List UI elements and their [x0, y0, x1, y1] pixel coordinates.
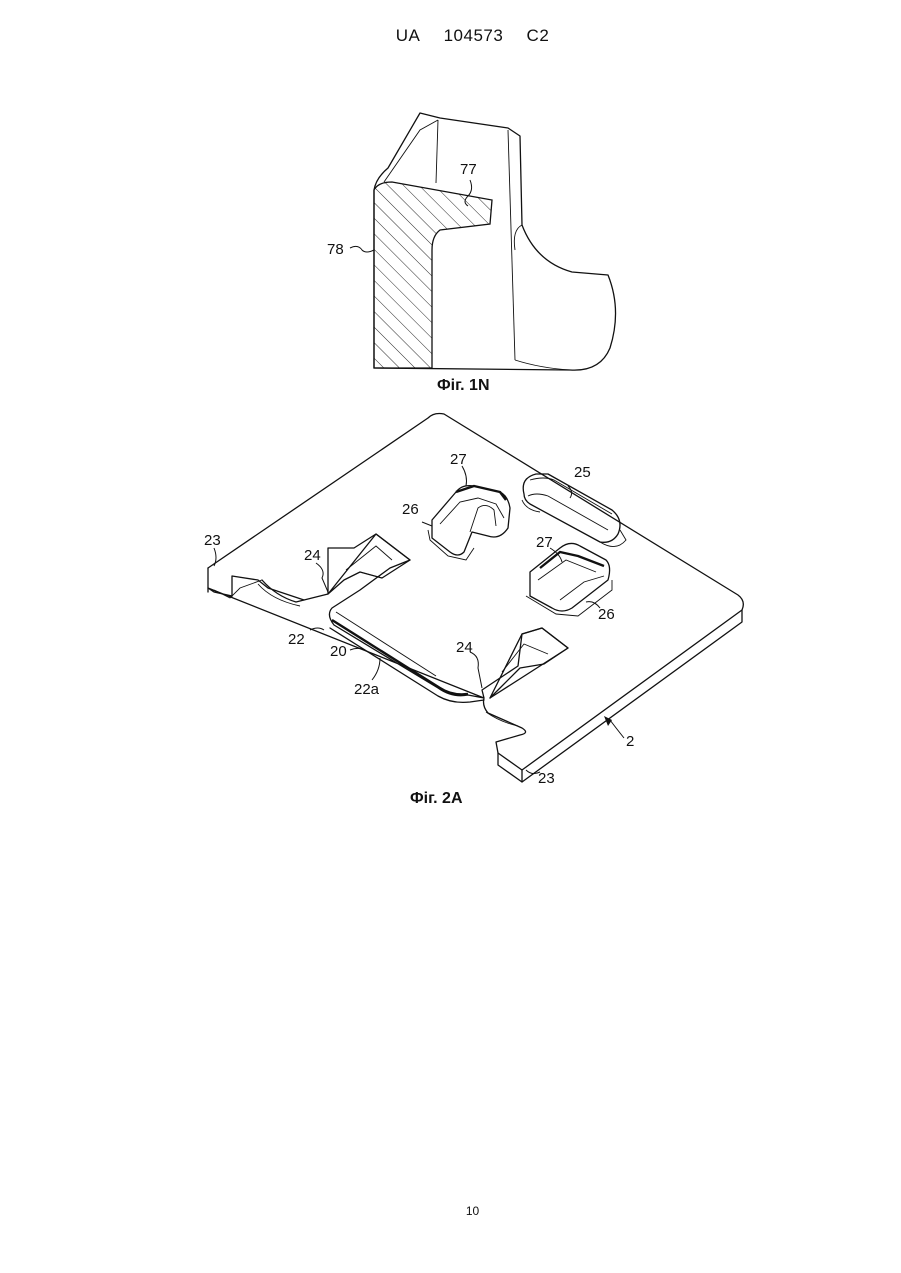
- label-22: 22: [288, 631, 305, 648]
- label-78: 78: [327, 241, 344, 258]
- label-2: 2: [626, 733, 634, 750]
- label-24-right: 24: [456, 639, 473, 656]
- figure-1n-caption: Фіг. 1N: [437, 377, 490, 394]
- label-22a: 22a: [354, 681, 380, 698]
- label-26-upper: 26: [402, 501, 419, 518]
- page-number: 10: [0, 1204, 901, 1218]
- label-24-left: 24: [304, 547, 321, 564]
- label-23-right: 23: [538, 770, 555, 787]
- label-77: 77: [460, 161, 477, 178]
- figure-2a-plate: [208, 414, 743, 771]
- figure-1n: 77 78 Фіг. 1N: [327, 113, 616, 394]
- label-26-lower: 26: [598, 606, 615, 623]
- label-25: 25: [574, 464, 591, 481]
- figure-2a: 23 24 22 20 22a 24 26 27 25 27 26 2 23 Ф…: [204, 414, 743, 808]
- figure-1n-section: [374, 182, 492, 368]
- label-20: 20: [330, 643, 347, 660]
- label-27-lower: 27: [536, 534, 553, 551]
- label-23-left: 23: [204, 532, 221, 549]
- label-27-upper: 27: [450, 451, 467, 468]
- leader-78: [350, 246, 374, 252]
- figure-2a-caption: Фіг. 2А: [410, 790, 463, 807]
- boss-27-upper: [428, 486, 510, 560]
